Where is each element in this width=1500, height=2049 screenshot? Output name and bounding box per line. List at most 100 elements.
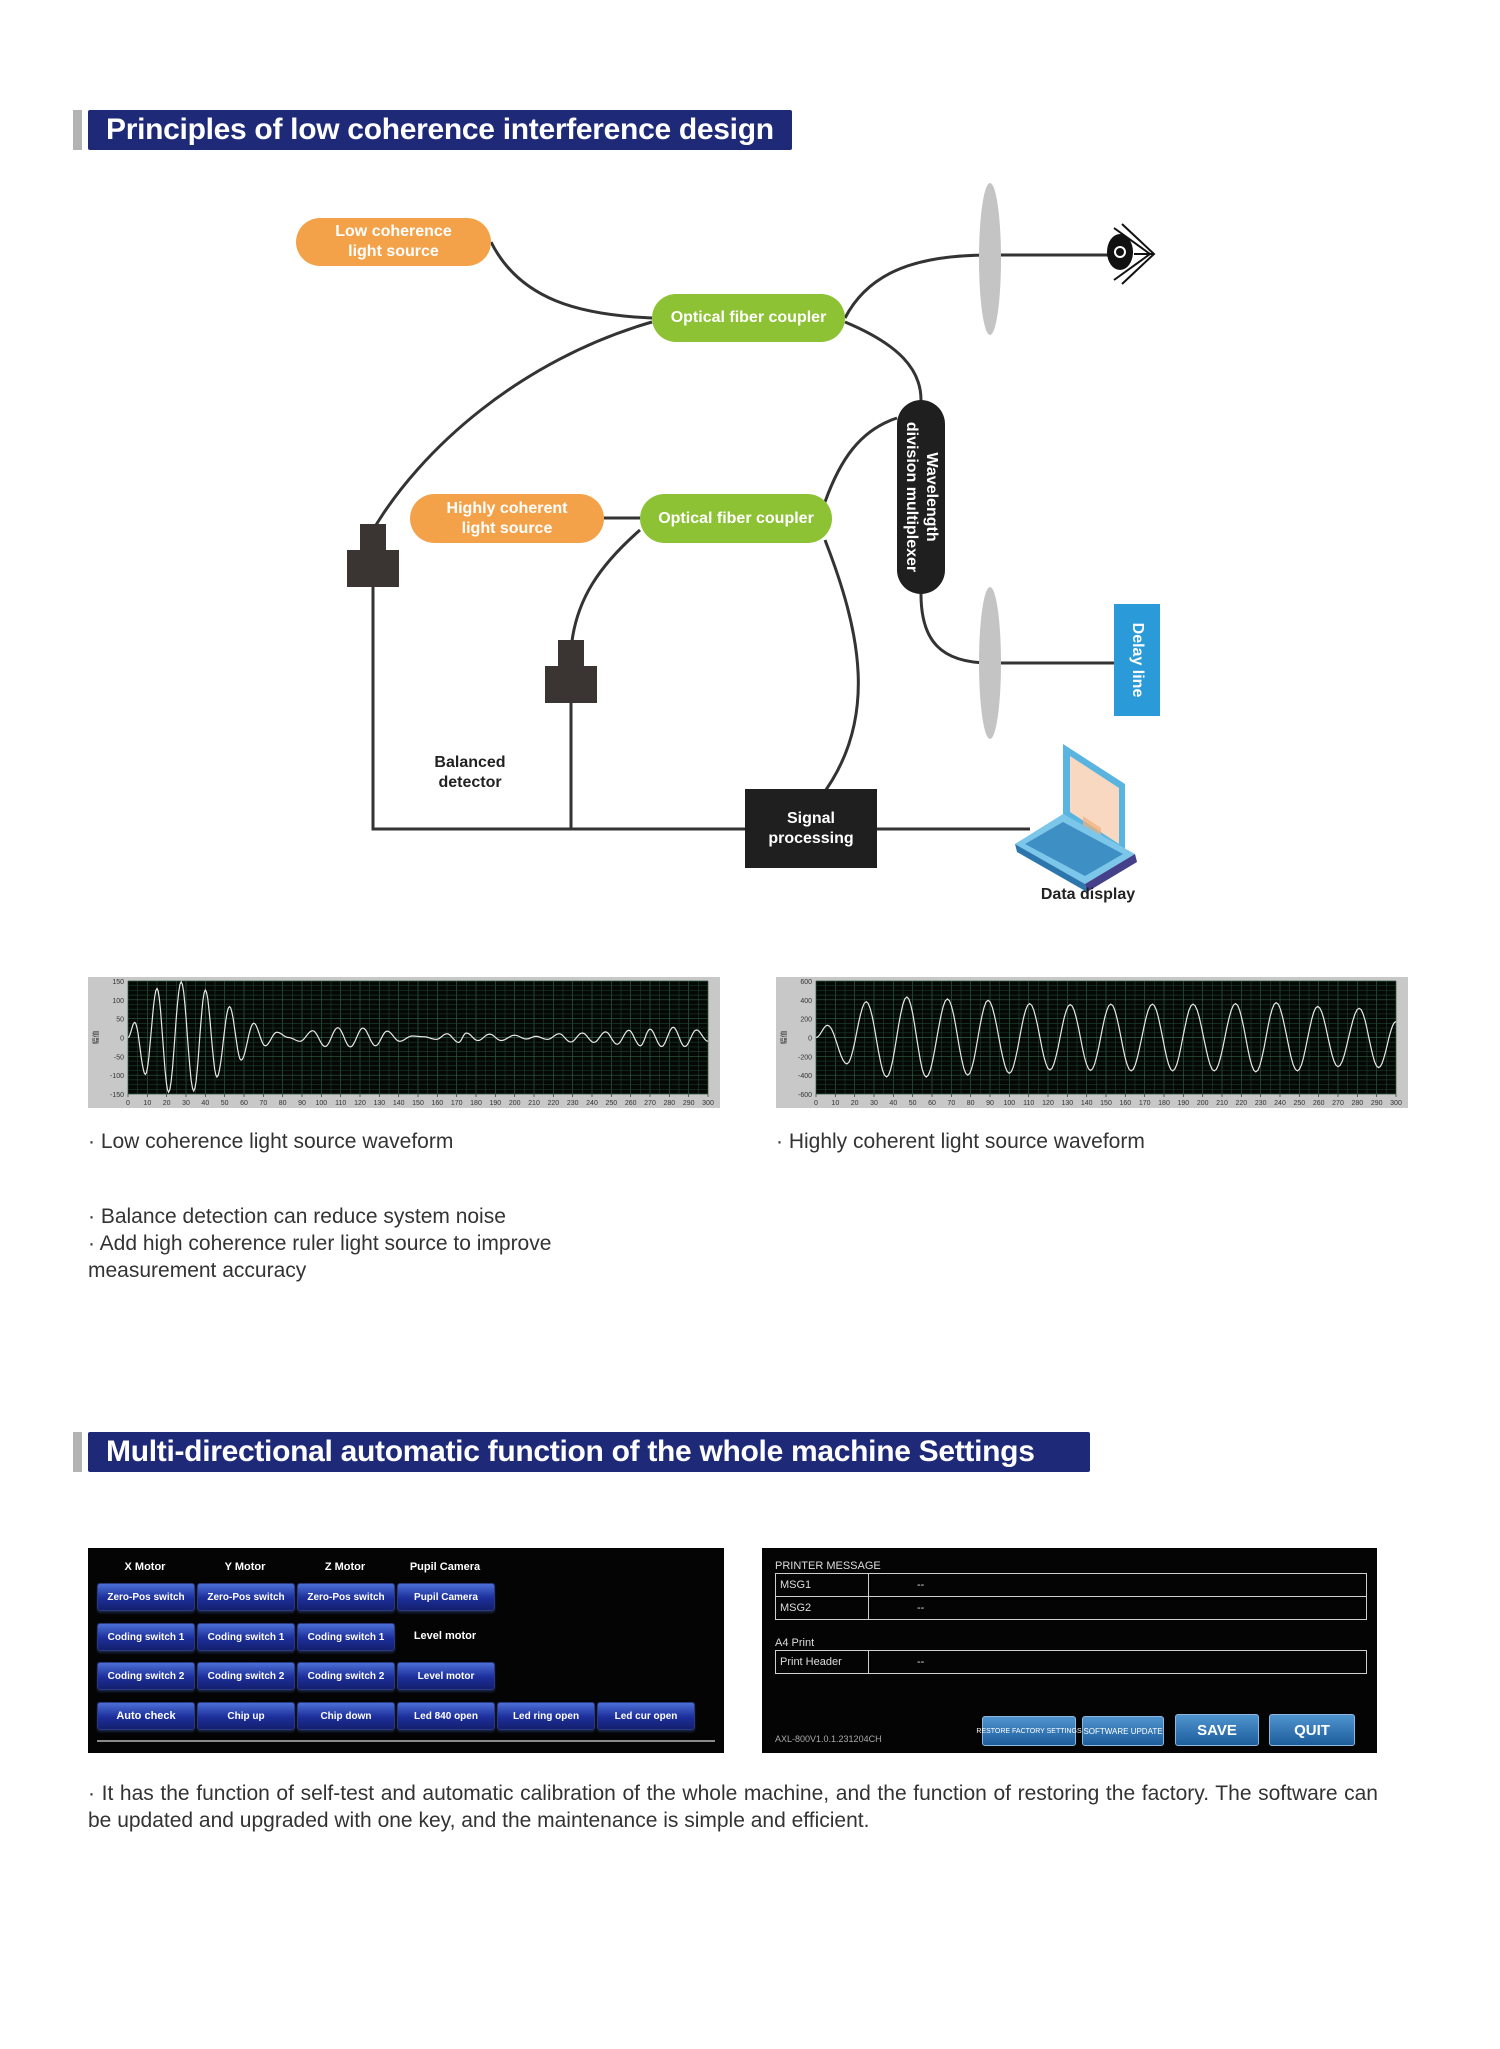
caption-high-coherence: · Highly coherent light source waveform	[776, 1130, 1145, 1153]
software-update-button[interactable]: SOFTWARE UPDATE	[1082, 1716, 1164, 1746]
y-tick-label: -400	[798, 1073, 812, 1080]
fiber-line	[569, 528, 641, 651]
optical-fiber-coupler-bottom: Optical fiber coupler	[640, 494, 832, 543]
y-tick-label: 0	[120, 1036, 124, 1043]
y-coding-switch-2-button[interactable]: Coding switch 2	[197, 1662, 295, 1690]
x-tick-label: 270	[644, 1100, 656, 1107]
y-tick-label: -50	[114, 1054, 124, 1061]
led-ring-open-button[interactable]: Led ring open	[497, 1702, 595, 1730]
x-zero-pos-switch-button[interactable]: Zero-Pos switch	[97, 1583, 195, 1611]
restore-factory-settings-button[interactable]: RESTORE FACTORY SETTINGS	[976, 1716, 1082, 1746]
x-tick-label: 90	[298, 1100, 306, 1107]
y-axis-label: 幅值	[91, 1031, 100, 1045]
motor-control-panel: X Motor Y Motor Z Motor Pupil Camera Zer…	[88, 1548, 724, 1753]
x-tick-label: 160	[1119, 1100, 1131, 1107]
x-tick-label: 20	[851, 1100, 859, 1107]
save-button[interactable]: SAVE	[1175, 1714, 1259, 1746]
x-tick-label: 70	[947, 1100, 955, 1107]
section-heading-settings: Multi-directional automatic function of …	[88, 1432, 1090, 1472]
table-row: Print Header --	[776, 1651, 1366, 1673]
pupil-camera-button[interactable]: Pupil Camera	[397, 1583, 495, 1611]
x-tick-label: 300	[1390, 1100, 1402, 1107]
auto-check-button[interactable]: Auto check	[97, 1702, 195, 1730]
delay-line: Delay line	[1114, 604, 1160, 716]
x-tick-label: 250	[605, 1100, 617, 1107]
x-tick-label: 80	[279, 1100, 287, 1107]
x-tick-label: 60	[240, 1100, 248, 1107]
y-tick-label: 400	[800, 998, 812, 1005]
x-tick-label: 170	[451, 1100, 463, 1107]
x-tick-label: 200	[1197, 1100, 1209, 1107]
x-tick-label: 160	[431, 1100, 443, 1107]
column-header-z-motor: Z Motor	[324, 1561, 366, 1573]
laptop-icon	[1015, 744, 1137, 892]
y-tick-label: 100	[112, 998, 124, 1005]
version-label: AXL-800V1.0.1.231204CH	[775, 1734, 882, 1744]
x-tick-label: 50	[221, 1100, 229, 1107]
table-row: MSG1 --	[776, 1574, 1366, 1597]
x-tick-label: 0	[126, 1100, 130, 1107]
msg1-value[interactable]: --	[917, 1579, 925, 1591]
settings-description: · It has the function of self-test and a…	[88, 1782, 1378, 1832]
fiber-line	[371, 320, 653, 531]
level-motor-label: Level motor	[413, 1630, 477, 1642]
print-header-label: Print Header	[776, 1651, 869, 1673]
x-tick-label: 170	[1139, 1100, 1151, 1107]
chip-up-button[interactable]: Chip up	[197, 1702, 295, 1730]
y-tick-label: -100	[110, 1073, 124, 1080]
y-tick-label: 150	[112, 979, 124, 986]
chip-down-button[interactable]: Chip down	[297, 1702, 395, 1730]
x-tick-label: 290	[1371, 1100, 1383, 1107]
printer-message-table: MSG1 -- MSG2 --	[775, 1573, 1367, 1620]
x-tick-label: 100	[1003, 1100, 1015, 1107]
x-tick-label: 280	[663, 1100, 675, 1107]
a4-print-label: A4 Print	[775, 1637, 815, 1649]
y-tick-label: 600	[800, 979, 812, 986]
led-cur-open-button[interactable]: Led cur open	[597, 1702, 695, 1730]
x-tick-label: 0	[814, 1100, 818, 1107]
y-tick-label: -600	[798, 1092, 812, 1099]
y-tick-label: -200	[798, 1054, 812, 1061]
x-tick-label: 70	[259, 1100, 267, 1107]
bullet-balance-detection: · Balance detection can reduce system no…	[88, 1205, 506, 1228]
z-zero-pos-switch-button[interactable]: Zero-Pos switch	[297, 1583, 395, 1611]
y-coding-switch-1-button[interactable]: Coding switch 1	[197, 1623, 295, 1651]
z-coding-switch-2-button[interactable]: Coding switch 2	[297, 1662, 395, 1690]
detector-icon	[347, 524, 399, 587]
msg2-label: MSG2	[776, 1597, 869, 1619]
label-line: light source	[461, 519, 553, 537]
msg2-value[interactable]: --	[917, 1602, 925, 1614]
x-tick-label: 150	[412, 1100, 424, 1107]
x-tick-label: 110	[335, 1100, 346, 1107]
x-tick-label: 60	[928, 1100, 936, 1107]
x-tick-label: 260	[1313, 1100, 1325, 1107]
y-zero-pos-switch-button[interactable]: Zero-Pos switch	[197, 1583, 295, 1611]
x-tick-label: 10	[831, 1100, 839, 1107]
x-tick-label: 190	[489, 1100, 501, 1107]
print-header-value[interactable]: --	[917, 1656, 925, 1668]
x-tick-label: 30	[182, 1100, 190, 1107]
interference-diagram	[347, 183, 1156, 892]
y-tick-label: 50	[116, 1017, 124, 1024]
z-coding-switch-1-button[interactable]: Coding switch 1	[297, 1623, 395, 1651]
x-coding-switch-1-button[interactable]: Coding switch 1	[97, 1623, 195, 1651]
y-tick-label: 0	[808, 1036, 812, 1043]
label-line: detector	[438, 774, 502, 791]
x-coding-switch-2-button[interactable]: Coding switch 2	[97, 1662, 195, 1690]
led-840-open-button[interactable]: Led 840 open	[397, 1702, 495, 1730]
printer-settings-panel: PRINTER MESSAGE MSG1 -- MSG2 -- A4 Print…	[762, 1548, 1377, 1753]
lens-icon	[979, 587, 1001, 739]
x-tick-label: 80	[967, 1100, 975, 1107]
fiber-line	[843, 253, 991, 319]
level-motor-button[interactable]: Level motor	[397, 1662, 495, 1690]
x-tick-label: 40	[201, 1100, 209, 1107]
x-tick-label: 270	[1332, 1100, 1344, 1107]
x-tick-label: 140	[393, 1100, 405, 1107]
x-tick-label: 220	[547, 1100, 559, 1107]
quit-button[interactable]: QUIT	[1269, 1714, 1355, 1746]
